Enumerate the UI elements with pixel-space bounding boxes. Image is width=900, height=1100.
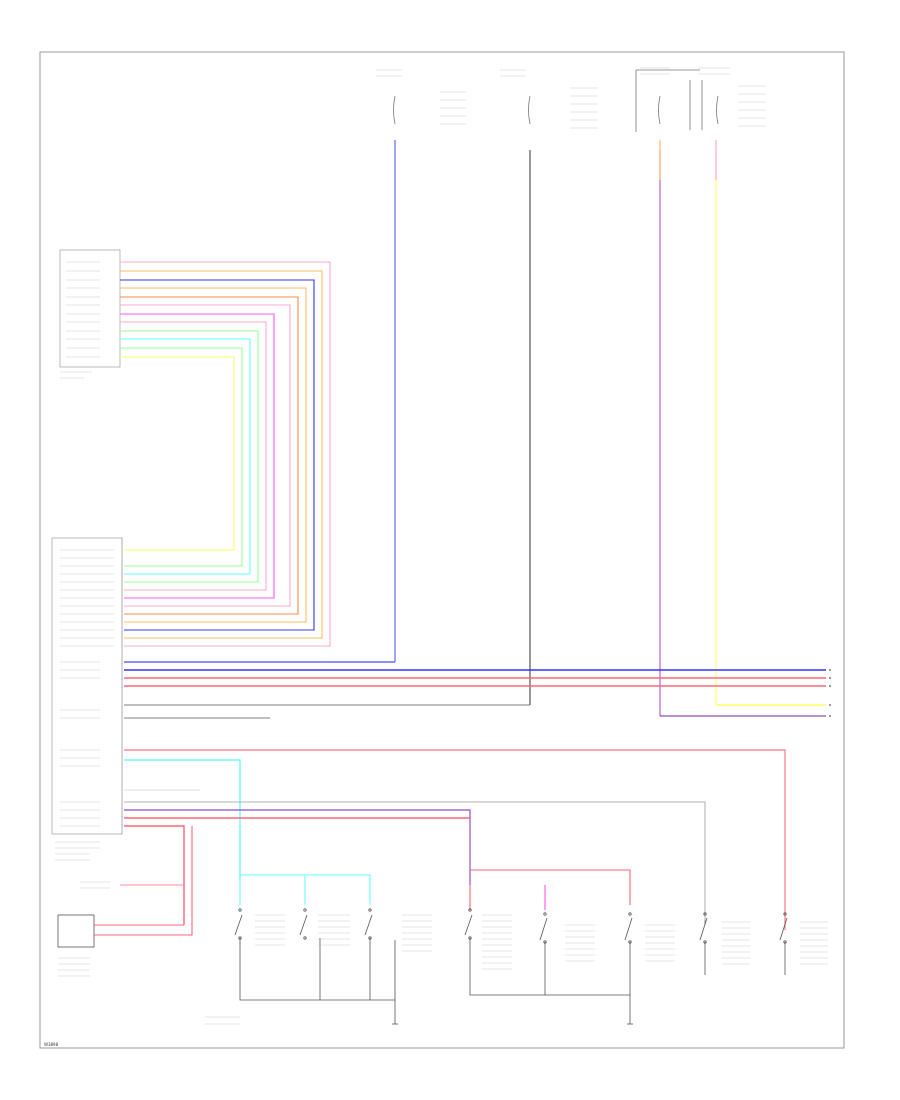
bus-lines <box>124 661 826 930</box>
switch-label-blocks <box>255 914 828 970</box>
right-terminals <box>829 669 831 717</box>
fuse-inputs <box>376 67 766 132</box>
control-unit-connector <box>51 537 123 861</box>
combination-switch-connector <box>59 249 121 379</box>
ground-returns <box>239 938 786 1024</box>
lower-left-module <box>57 826 193 977</box>
switch-branches <box>239 869 706 925</box>
legend <box>205 1016 240 1025</box>
switch-contacts <box>234 908 788 944</box>
diagram-border <box>39 51 845 1049</box>
vertical-feed-wires <box>394 140 717 716</box>
wire-bundle <box>120 261 331 647</box>
figure-code: W3898 <box>44 1042 59 1047</box>
